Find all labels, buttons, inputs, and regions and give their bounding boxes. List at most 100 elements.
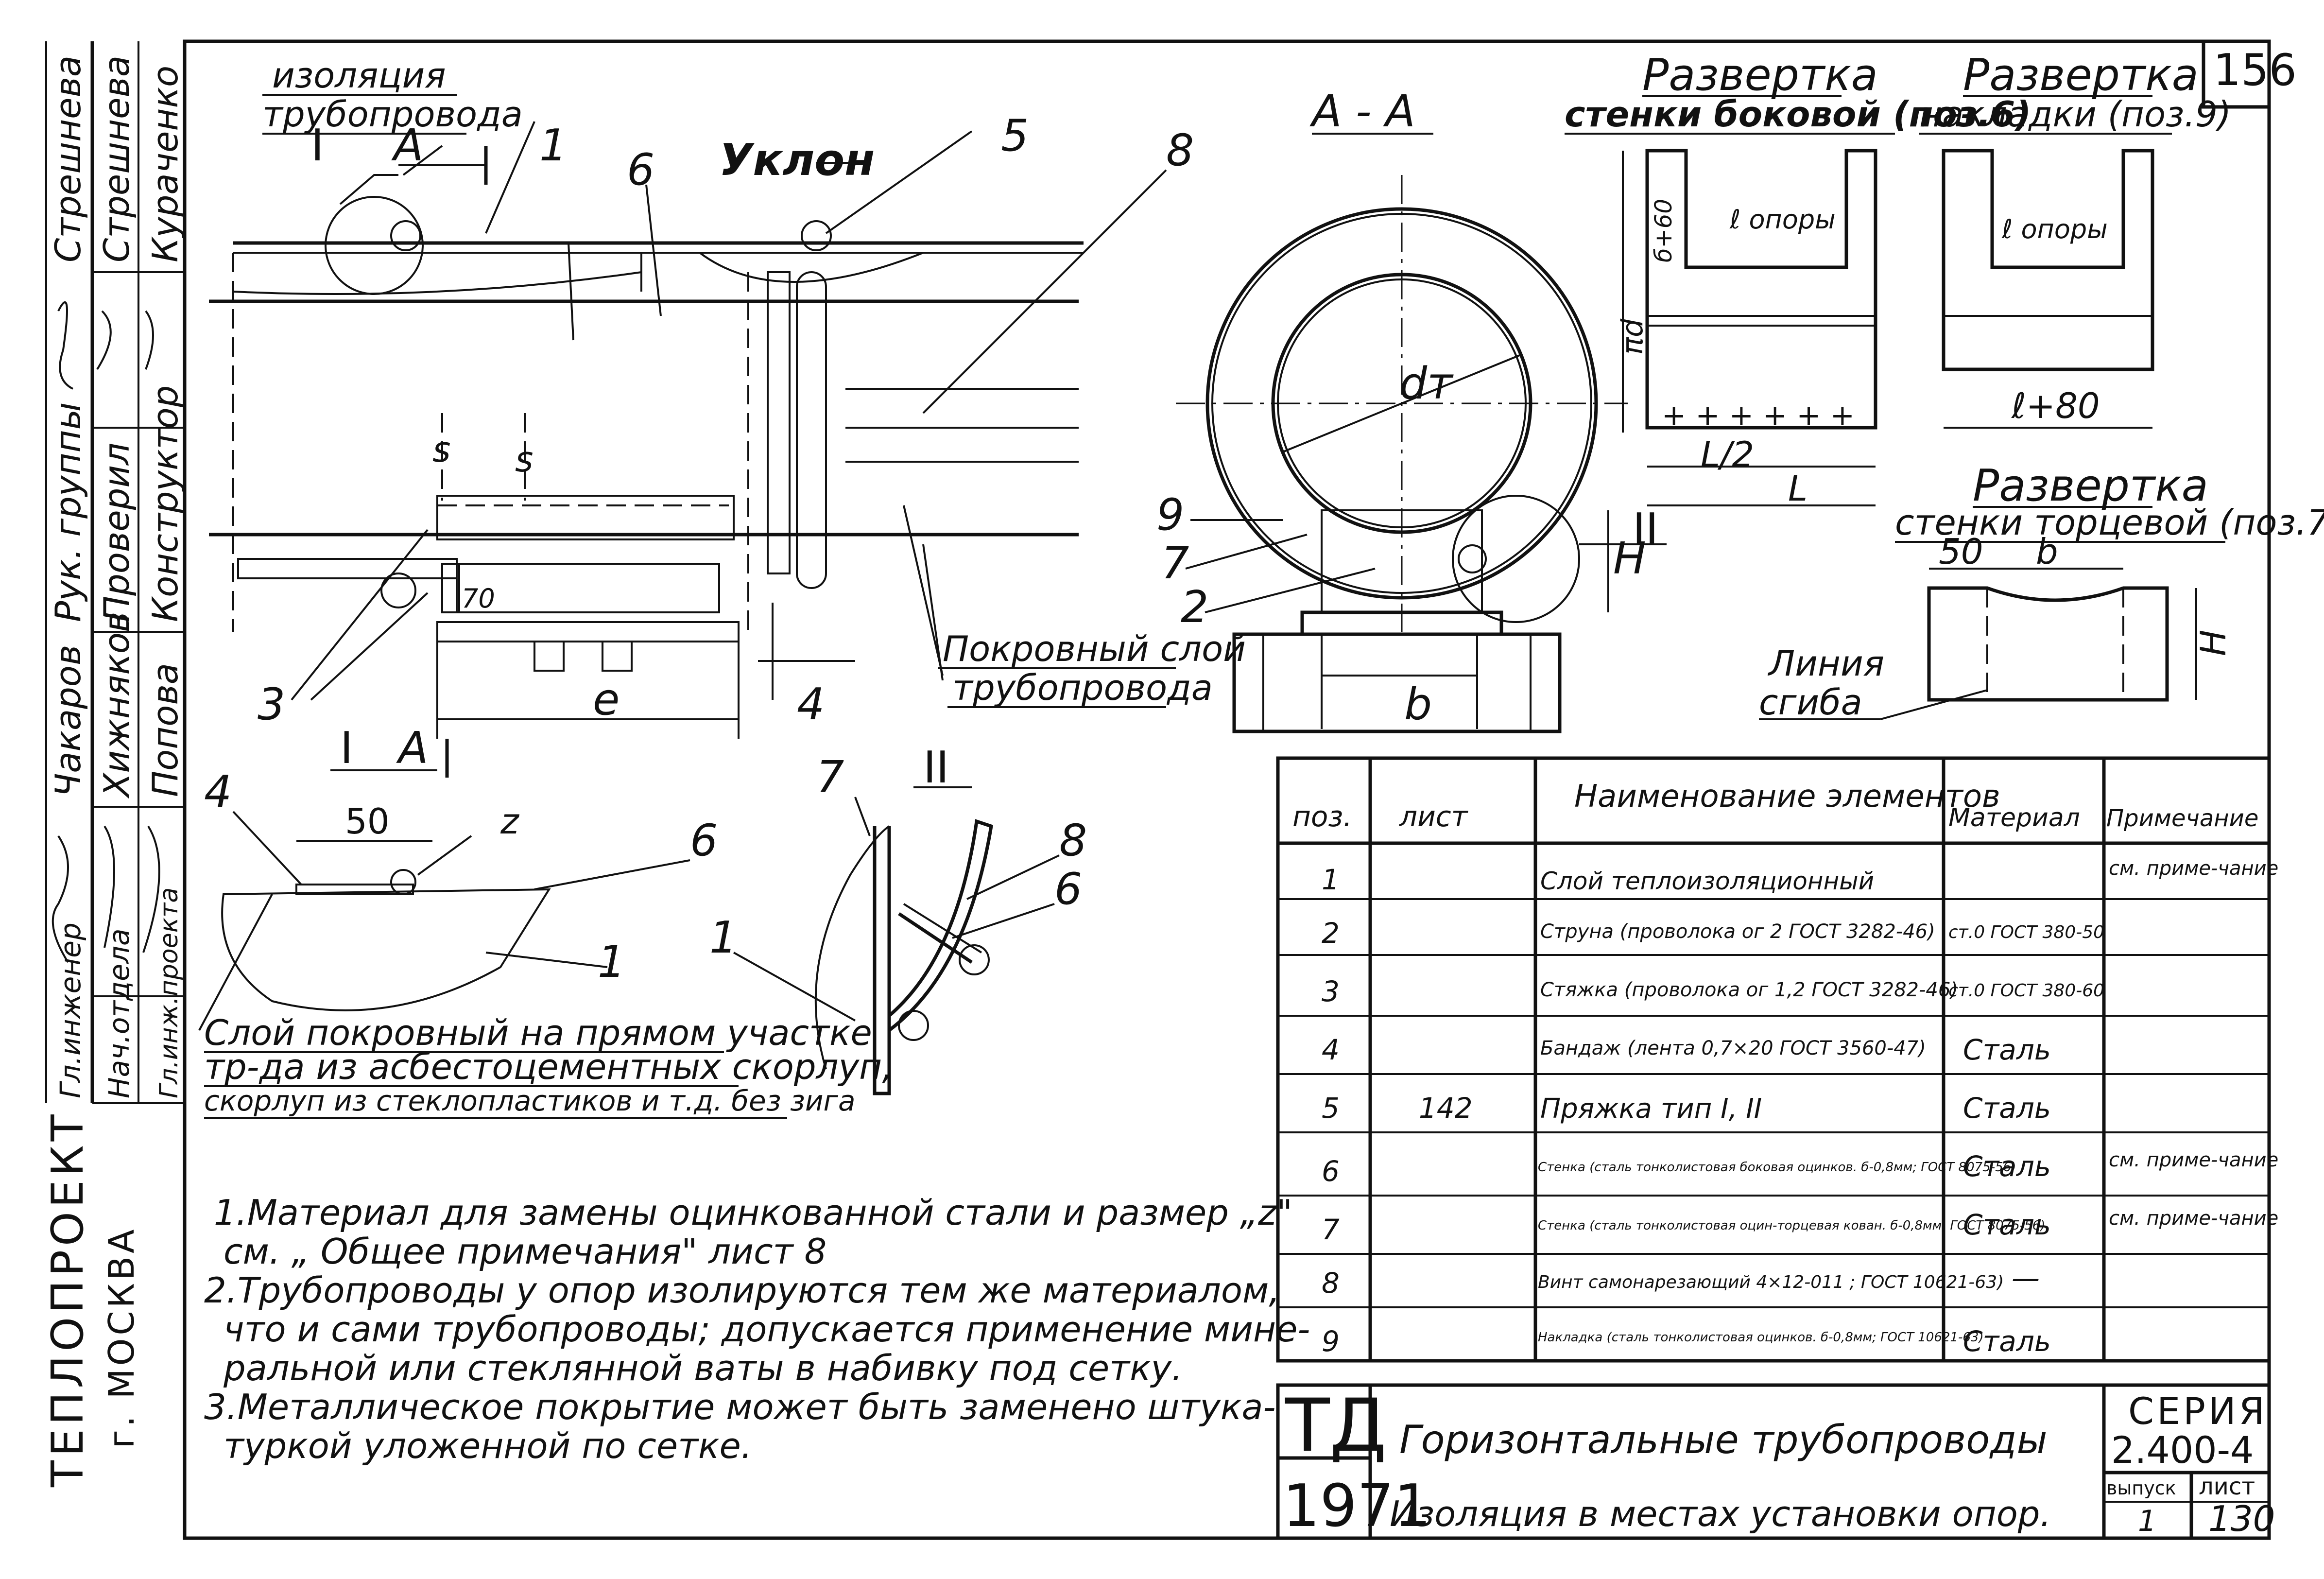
svg-text:1: 1 bbox=[1322, 863, 1340, 896]
svg-text:см. приме-чание: см. приме-чание bbox=[2109, 857, 2278, 880]
svg-text:—: — bbox=[2012, 1262, 2040, 1295]
label-s1: s bbox=[432, 429, 451, 470]
org-name: ТЕПЛОПРОЕКТ bbox=[42, 1111, 93, 1488]
section-A-A: А - А dт H II 9 7 2 b bbox=[1156, 86, 1667, 733]
table-row: 4 Бандаж (лента 0,7×20 ГОСТ 3560-47) Ста… bbox=[1322, 1033, 2051, 1066]
label-b-section: b bbox=[1404, 679, 1432, 730]
svg-text:Пряжка тип I, II: Пряжка тип I, II bbox=[1540, 1093, 1762, 1125]
cover-note-2: тр-да из асбестоцементных скорлуп, bbox=[204, 1046, 893, 1087]
svg-text:Накладка (сталь тонколистовая: Накладка (сталь тонколистовая оцинков. б… bbox=[1538, 1330, 1984, 1345]
table-row: 8 Винт самонарезающий 4×12-011 ; ГОСТ 10… bbox=[1322, 1262, 2040, 1300]
label-I: I bbox=[311, 120, 324, 171]
label-pos1: 1 bbox=[539, 120, 567, 171]
label-70: 70 bbox=[462, 583, 495, 614]
th-material: Материал bbox=[1948, 803, 2080, 833]
dev-bend1: Линия bbox=[1767, 643, 1884, 684]
tb-sheet: 130 bbox=[2208, 1498, 2275, 1539]
label-H-section: H bbox=[1613, 533, 1646, 584]
svg-text:ст.0 ГОСТ 380-50: ст.0 ГОСТ 380-50 bbox=[1948, 922, 2104, 942]
label-cover1: Покровный слой bbox=[943, 628, 1246, 669]
label-insulation: изоляция bbox=[272, 55, 446, 96]
label-II-section: II bbox=[1633, 504, 1658, 555]
development-pad: Развертка накладки (поз.9) ℓ опоры ℓ+80 bbox=[1919, 50, 2231, 429]
spec-table: поз. лист Наименование элементов Материа… bbox=[1276, 756, 2278, 1363]
strip-role2-2: Нач.отдела bbox=[103, 928, 136, 1098]
tb-sheet-label: лист bbox=[2199, 1473, 2255, 1500]
strip-role-1: Рук. группы bbox=[48, 402, 88, 622]
cover-note-1: Слой покровный на прямом участке bbox=[204, 1012, 872, 1053]
svg-text:Сталь: Сталь bbox=[1963, 1208, 2051, 1241]
strip-role-2: Проверил bbox=[96, 443, 137, 622]
label-cover2: трубопровода bbox=[952, 667, 1213, 708]
label-pipeline: трубопровода bbox=[262, 94, 523, 135]
dev-l-support: ℓ опоры bbox=[1729, 204, 1836, 235]
dev-bend2: сгиба bbox=[1759, 682, 1862, 723]
dev-pad-title2: накладки (поз.9) bbox=[1919, 94, 2231, 135]
dev-end-title1: Развертка bbox=[1973, 460, 2208, 511]
left-title-strip: Стрешнева Стрешнева Кураченко Рук. групп… bbox=[42, 41, 186, 1488]
label-s2: s bbox=[515, 439, 534, 480]
development-end-wall: Развертка стенки торцевой (поз.7) 50 b H… bbox=[1759, 460, 2324, 723]
svg-text:Винт самонарезающий 4×12-011 ;: Винт самонарезающий 4×12-011 ; ГОСТ 1062… bbox=[1538, 1272, 2004, 1292]
dev-l-support2: ℓ опоры bbox=[2001, 214, 2108, 244]
strip-name-1: Стрешнева bbox=[48, 55, 88, 262]
note-line-2: см. „ Общее примечания" лист 8 bbox=[224, 1231, 826, 1272]
detail-II-label: II bbox=[923, 742, 949, 793]
svg-text:Бандаж (лента 0,7×20 ГОСТ 3560: Бандаж (лента 0,7×20 ГОСТ 3560-47) bbox=[1540, 1037, 1926, 1059]
elevation-view: изоляция трубопровода I А 1 6 Уклон 5 8 … bbox=[209, 55, 1246, 739]
cover-note-3: скорлуп из стеклопластиков и т.д. без зи… bbox=[204, 1084, 856, 1117]
detail-A-label: А bbox=[396, 723, 429, 774]
svg-text:см. приме-чание: см. приме-чание bbox=[2109, 1149, 2278, 1171]
sheet-number: 156 bbox=[2213, 45, 2297, 96]
strip-name-2: Стрешнева bbox=[96, 55, 137, 262]
dev-H: H bbox=[2193, 630, 2234, 656]
dev-L-half: L/2 bbox=[1701, 434, 1754, 475]
svg-text:Стенка (сталь тонколистовая бо: Стенка (сталь тонколистовая боковая оцин… bbox=[1538, 1160, 2016, 1175]
strip-name2-1: Чакаров bbox=[48, 645, 88, 797]
dev-b60: б+60 bbox=[1650, 199, 1677, 262]
dev-b: b bbox=[2036, 531, 2058, 572]
table-row: 3 Стяжка (проволока ог 1,2 ГОСТ 3282-46)… bbox=[1322, 975, 2104, 1008]
tb-title1: Горизонтальные трубопроводы bbox=[1399, 1417, 2048, 1462]
detail2-p1: 1 bbox=[709, 912, 737, 963]
th-note: Примечание bbox=[2106, 805, 2258, 832]
strip-role2-3: Гл.инж.проекта bbox=[155, 887, 184, 1098]
label-l: е bbox=[593, 674, 620, 725]
detail-I-label: I bbox=[340, 723, 353, 774]
svg-text:9: 9 bbox=[1322, 1325, 1340, 1358]
signature-1 bbox=[57, 301, 154, 390]
svg-text:5: 5 bbox=[1322, 1092, 1340, 1125]
svg-text:Стенка (сталь тонколистовая оц: Стенка (сталь тонколистовая оцин-торцева… bbox=[1538, 1218, 2045, 1233]
dev-l80: ℓ+80 bbox=[2011, 385, 2100, 426]
th-pos: поз. bbox=[1292, 800, 1352, 833]
dev-50: 50 bbox=[1939, 531, 1983, 572]
th-name: Наименование элементов bbox=[1574, 779, 2000, 815]
detail2-p6: 6 bbox=[1054, 864, 1082, 915]
table-row: 6 Стенка (сталь тонколистовая боковая оц… bbox=[1322, 1149, 2278, 1188]
strip-name2-2: Хижняков bbox=[96, 612, 137, 799]
note-line-7: туркой уложенной по сетке. bbox=[224, 1425, 752, 1466]
svg-text:Струна (проволока ог 2 ГОСТ 32: Струна (проволока ог 2 ГОСТ 3282-46) bbox=[1540, 920, 1935, 943]
svg-text:Сталь: Сталь bbox=[1963, 1092, 2051, 1125]
label-pos5: 5 bbox=[1001, 110, 1029, 161]
note-line-1: 1.Материал для замены оцинкованной стали… bbox=[214, 1192, 1292, 1233]
label-pos6: 6 bbox=[627, 144, 654, 195]
svg-text:142: 142 bbox=[1419, 1092, 1473, 1125]
tb-year: 1971 bbox=[1283, 1473, 1431, 1540]
dev-L: L bbox=[1788, 468, 1808, 509]
detail-I-A: I А 4 50 z 6 1 Слой покровный на прямом … bbox=[198, 723, 893, 1119]
svg-text:4: 4 bbox=[1322, 1033, 1340, 1066]
svg-text:7: 7 bbox=[1322, 1213, 1340, 1246]
sheet-number-box bbox=[2202, 39, 2271, 109]
svg-text:6: 6 bbox=[1322, 1155, 1340, 1188]
table-row: 2 Струна (проволока ог 2 ГОСТ 3282-46) с… bbox=[1322, 917, 2104, 950]
strip-name2-3: Попова bbox=[145, 663, 186, 797]
label-pos8: 8 bbox=[1166, 125, 1194, 176]
dev-side-title2: стенки боковой (поз.6) bbox=[1565, 94, 2031, 135]
table-row: 9 Накладка (сталь тонколистовая оцинков.… bbox=[1322, 1325, 2051, 1358]
detail2-p8: 8 bbox=[1059, 815, 1087, 866]
signature-2 bbox=[52, 825, 160, 963]
tb-series-label: СЕРИЯ bbox=[2128, 1389, 2268, 1433]
svg-text:см. приме-чание: см. приме-чание bbox=[2109, 1207, 2278, 1230]
